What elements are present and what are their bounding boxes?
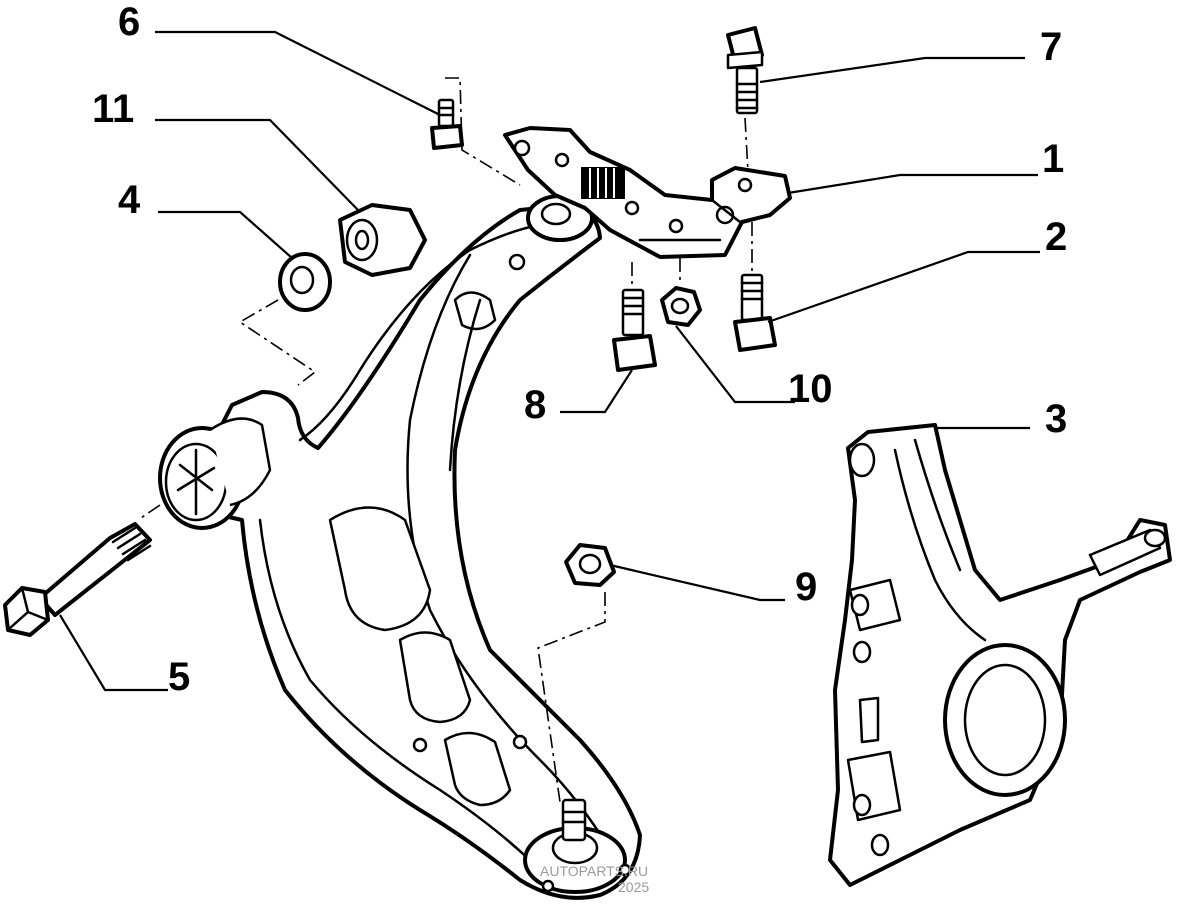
callout-3: 3: [1045, 397, 1067, 441]
callout-6: 6: [118, 0, 140, 44]
callout-1: 1: [1042, 137, 1064, 181]
mounting-bracket: [503, 126, 792, 259]
callout-7: 7: [1040, 25, 1062, 69]
pivot-bolt: [3, 522, 152, 637]
callout-8: 8: [524, 383, 546, 427]
lock-nut-9: [564, 543, 616, 587]
flange-nut: [338, 203, 427, 277]
small-bolt-6: [430, 98, 464, 150]
bracket-bolt-7: [726, 26, 764, 115]
callout-11: 11: [92, 87, 134, 131]
lock-nut-10: [660, 286, 702, 327]
leader-lines: [59, 30, 1040, 692]
watermark-line1: AUTOPARTS.RU: [540, 863, 648, 879]
callout-2: 2: [1045, 215, 1067, 259]
callout-10: 10: [788, 367, 833, 411]
assembly-axes: [137, 77, 753, 803]
watermark: AUTOPARTS.RU 2025: [540, 863, 649, 895]
steering-knuckle: [828, 423, 1172, 887]
washer: [278, 252, 332, 312]
watermark-line2: 2025: [618, 879, 649, 895]
callout-9: 9: [795, 565, 817, 609]
callout-4: 4: [118, 178, 141, 222]
bracket-bolt-2: [733, 273, 777, 352]
callout-5: 5: [168, 655, 190, 699]
callout-labels: 1 2 3 4 5 6 7 8 9 10 11: [92, 0, 1067, 699]
bracket-bolt-8: [612, 288, 657, 372]
lower-control-arm: [158, 194, 642, 900]
